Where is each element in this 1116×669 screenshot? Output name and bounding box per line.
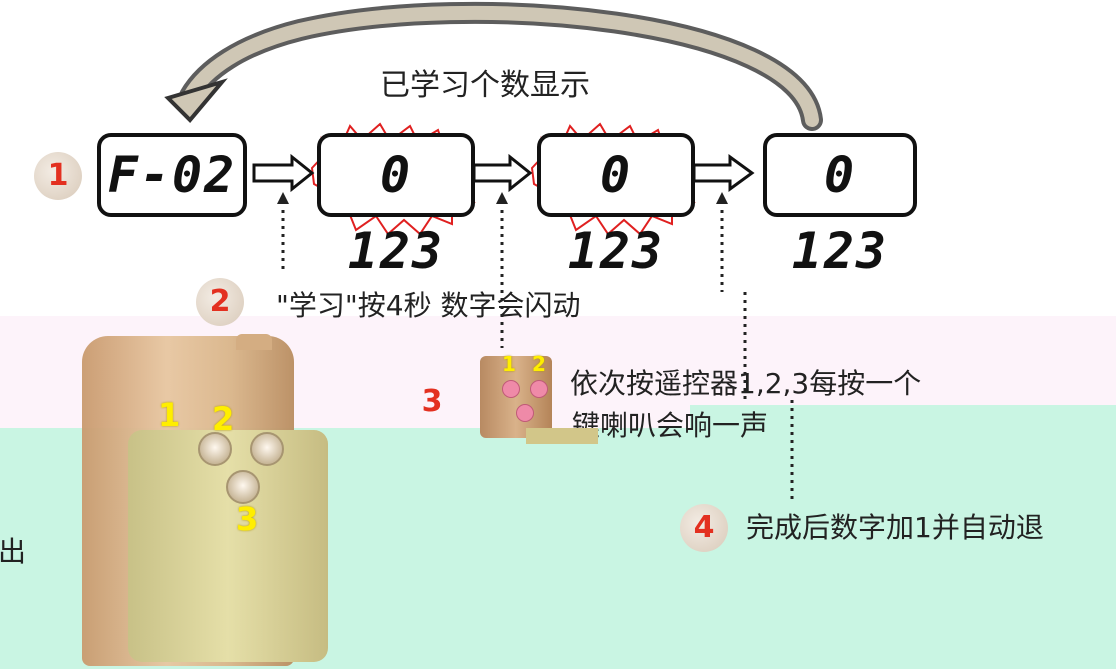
arrow-1 [252, 153, 315, 193]
remote-label-2: 2 [212, 400, 235, 438]
step-3-text-line2: 键喇叭会响一声 [572, 409, 769, 442]
display-flash-1: 0 123 [317, 133, 475, 280]
remote-button-3 [226, 470, 260, 504]
small-remote-button-2 [530, 380, 548, 398]
remote-label-3: 3 [236, 500, 259, 538]
pointer-head-1 [277, 192, 289, 204]
small-remote-label-2: 2 [532, 352, 546, 376]
step-2-badge: 2 [196, 278, 244, 326]
display-flash-2: 0 123 [537, 133, 695, 280]
display-f02: F-02 [97, 133, 247, 217]
step-2-text: "学习"按4秒 数字会闪动 [276, 289, 581, 322]
step-4-badge: 4 [680, 504, 728, 552]
remote-button-1 [198, 432, 232, 466]
step-4-text: 完成后数字加1并自动退 [746, 511, 1044, 544]
remote-label-1: 1 [158, 396, 181, 434]
return-arrow-head [164, 78, 228, 123]
diagram-title: 已学习个数显示 [380, 68, 590, 103]
remote-control-small-lower [526, 428, 598, 444]
step-1-badge: 1 [34, 152, 82, 200]
remote-button-2 [250, 432, 284, 466]
display-final: 0 123 [763, 133, 917, 280]
arrow-2 [472, 153, 533, 193]
small-remote-button-3 [516, 404, 534, 422]
step-3-badge: 3 [421, 384, 443, 419]
remote-antenna [236, 334, 272, 350]
remote-control-large-lower [128, 430, 328, 662]
arrow-3 [692, 154, 755, 192]
pointer-head-2 [496, 192, 508, 204]
background-band-mint-upper [690, 405, 1116, 435]
small-remote-label-1: 1 [502, 352, 516, 376]
small-remote-button-1 [502, 380, 520, 398]
left-edge-fragment: 退出 [0, 535, 27, 568]
step-3-text-line1: 依次按遥控器1,2,3每按一个 [570, 367, 922, 400]
pointer-head-3 [716, 192, 728, 204]
